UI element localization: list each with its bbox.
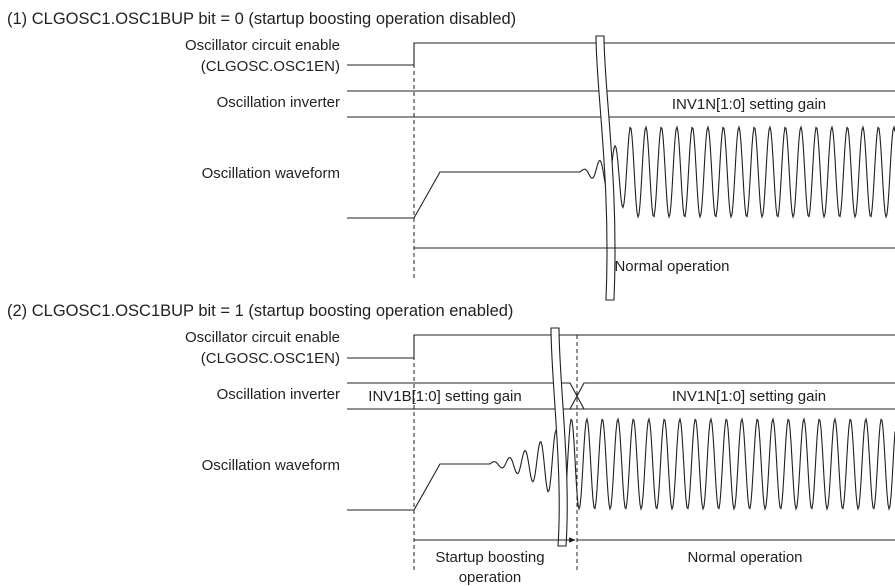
normal-operation-label: Normal operation <box>614 258 729 275</box>
oscillation-waveform <box>347 417 895 511</box>
enable-signal <box>347 334 895 359</box>
boost-gain-label: INV1B[1:0] setting gain <box>368 388 521 405</box>
inverter-label: Oscillation inverter <box>217 386 340 403</box>
waveform-label: Oscillation waveform <box>202 457 340 474</box>
inverter-gain-label: INV1N[1:0] setting gain <box>672 96 826 113</box>
oscillation-waveform <box>347 125 895 219</box>
enable-label-line1: Oscillator circuit enable <box>185 329 340 346</box>
enable-label-line2: (CLGOSC.OSC1EN) <box>201 58 340 75</box>
enable-label-line1: Oscillator circuit enable <box>185 37 340 54</box>
time-break-mark <box>550 327 568 547</box>
startup-boosting-label-line1: Startup boosting <box>435 549 544 566</box>
inverter-bus-normal <box>569 382 895 410</box>
inverter-gain-label: INV1N[1:0] setting gain <box>672 388 826 405</box>
normal-operation-label: Normal operation <box>687 549 802 566</box>
enable-signal <box>347 42 895 66</box>
inverter-label: Oscillation inverter <box>217 94 340 111</box>
diagram-1: (1) CLGOSC1.OSC1BUP bit = 0 (startup boo… <box>7 10 895 301</box>
time-break-mark <box>595 35 616 301</box>
diagram-2-title: (2) CLGOSC1.OSC1BUP bit = 1 (startup boo… <box>7 302 513 320</box>
diagram-2: (2) CLGOSC1.OSC1BUP bit = 1 (startup boo… <box>7 302 895 586</box>
enable-label-line2: (CLGOSC.OSC1EN) <box>201 350 340 367</box>
diagram-1-title: (1) CLGOSC1.OSC1BUP bit = 0 (startup boo… <box>7 10 516 28</box>
waveform-label: Oscillation waveform <box>202 165 340 182</box>
startup-boosting-label-line2: operation <box>459 569 522 586</box>
